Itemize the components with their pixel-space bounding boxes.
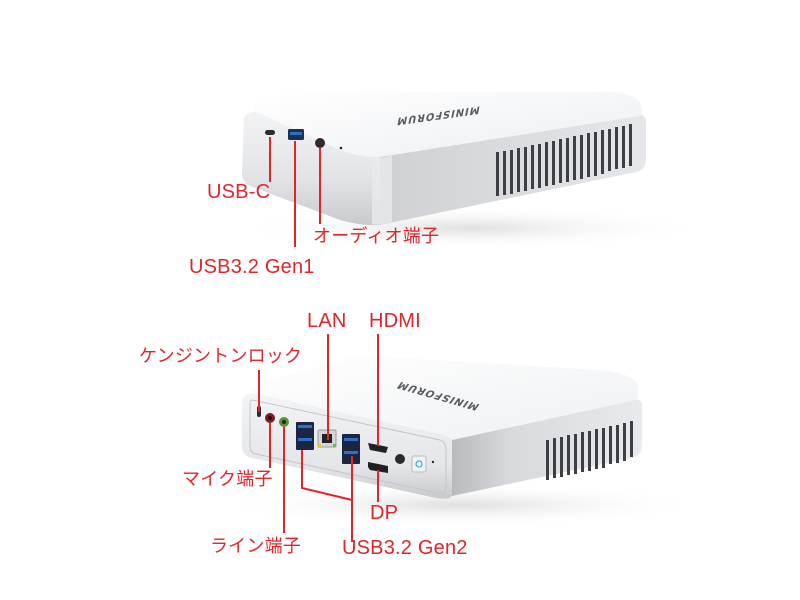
line-leader [283, 427, 285, 533]
usb-c-port [265, 130, 275, 135]
lan-leader [327, 334, 329, 440]
side-vents-rear [546, 421, 633, 480]
kensington-leader [258, 370, 260, 412]
usb-c-leader [269, 137, 271, 182]
label-audio: オーディオ端子 [313, 226, 440, 247]
label-mic: マイク端子 [182, 469, 273, 490]
label-hdmi: HDMI [369, 310, 421, 332]
front-device-illustration: MINISFORUM [230, 92, 710, 250]
rear-device: MINISFORUM [0, 290, 800, 600]
usb-gen2-stack-2 [342, 434, 360, 464]
front-device: MINISFORUM [0, 0, 800, 290]
label-line: ライン端子 [210, 536, 301, 557]
dp-port [368, 462, 388, 473]
label-usb32-gen2: USB3.2 Gen2 [342, 537, 468, 559]
side-vents [496, 124, 632, 196]
dc-in-port [395, 454, 405, 464]
mic-leader [269, 423, 271, 468]
usb-gen2-stack-1 [296, 422, 314, 450]
label-dp: DP [370, 502, 399, 524]
usb-gen1-leader [294, 141, 296, 247]
dp-leader [377, 470, 379, 502]
hdmi-port [368, 443, 388, 453]
label-usb32-gen1: USB3.2 Gen1 [189, 256, 315, 278]
audio-leader [319, 148, 321, 224]
label-lan: LAN [307, 310, 347, 332]
label-kensington: ケンジントンロック [139, 346, 303, 367]
led-indicator [339, 146, 343, 150]
hdmi-leader [377, 334, 379, 446]
rear-device-illustration: MINISFORUM [210, 356, 710, 542]
power-button [411, 455, 427, 473]
label-usb-c: USB-C [207, 181, 271, 203]
